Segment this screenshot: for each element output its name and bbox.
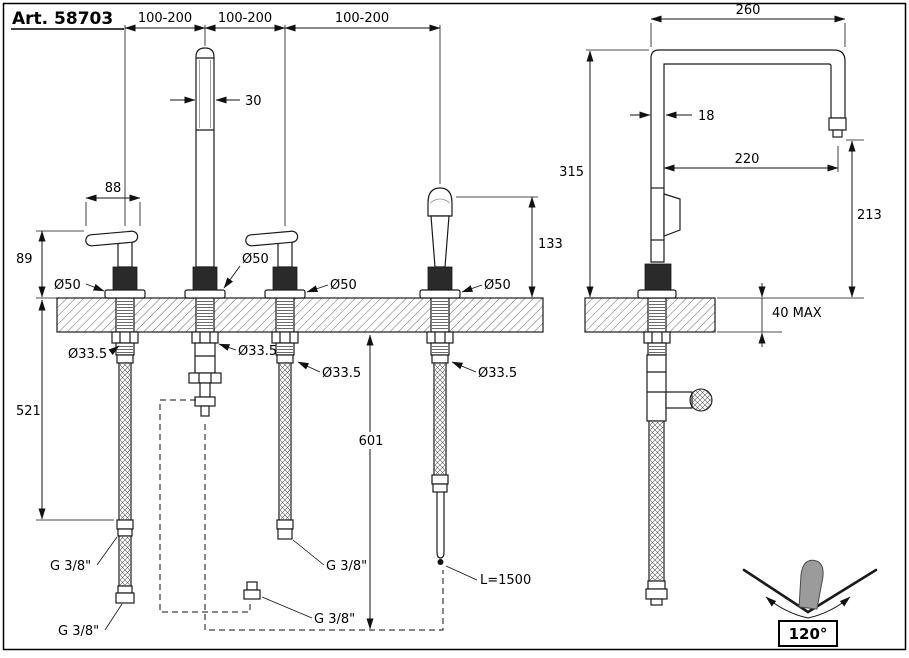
handle-right xyxy=(245,230,306,299)
dim-supply-hose-drop: 521 xyxy=(16,299,46,520)
callout-connection-1: G 3/8" xyxy=(50,536,118,574)
dim-label-spacing-1: 100-200 xyxy=(138,11,192,26)
dim-reach-overall: 260 xyxy=(650,3,846,23)
spout-front xyxy=(184,47,226,299)
dim-spacing-1: 100-200 xyxy=(124,11,206,32)
faucet-side-profile xyxy=(637,49,847,299)
dim-label-spout-width: 30 xyxy=(245,94,262,109)
label-shank-dia-1: Ø33.5 xyxy=(68,347,107,362)
check-valve-knob xyxy=(689,388,713,412)
handle-left xyxy=(85,230,146,299)
pullout-hose-end-fitting xyxy=(243,581,261,600)
dim-deck-thickness: 40 MAX xyxy=(758,283,822,347)
pullout-hose-route xyxy=(159,399,251,613)
title-block: Art. 58703 xyxy=(11,9,124,30)
label-flange-dia-2: Ø50 xyxy=(242,252,269,267)
dim-reach-outlet: 220 xyxy=(663,152,839,172)
side-valve-assembly xyxy=(643,331,713,606)
label-connection-1: G 3/8" xyxy=(50,559,91,574)
hose-end-dot xyxy=(437,559,444,565)
dim-label-spacing-2: 100-200 xyxy=(218,11,272,26)
article-number: Art. 58703 xyxy=(12,9,113,29)
label-connection-4: G 3/8" xyxy=(314,612,355,627)
dim-lever-length: 88 xyxy=(85,181,141,202)
shank-2 xyxy=(195,297,215,333)
spray-hose-route xyxy=(204,424,444,631)
dim-label-lever-length: 88 xyxy=(105,181,122,196)
callout-shank-3: Ø33.5 xyxy=(297,361,361,381)
dim-label-supply-hose-drop: 521 xyxy=(16,404,41,419)
dim-outlet-height: 213 xyxy=(848,140,882,298)
swivel-right-position xyxy=(806,568,878,614)
swivel-angle-label: 120° xyxy=(789,625,828,643)
shank-4 xyxy=(430,297,450,333)
label-shank-dia-2: Ø33.5 xyxy=(238,344,277,359)
side-spray xyxy=(419,187,461,299)
hose-assembly-1 xyxy=(111,331,139,604)
label-flange-dia-1: Ø50 xyxy=(54,278,81,293)
countertop-front xyxy=(56,297,544,333)
label-flange-dia-4: Ø50 xyxy=(484,278,511,293)
label-connection-3: G 3/8" xyxy=(326,559,367,574)
callout-connection-2: G 3/8" xyxy=(58,603,123,639)
swivel-angle-icon: 120° xyxy=(742,559,878,647)
swivel-angle-box xyxy=(778,620,838,647)
callout-flange-1: Ø50 xyxy=(54,278,105,293)
dim-label-pullout-hose-drop: 601 xyxy=(359,434,384,449)
label-shank-dia-3: Ø33.5 xyxy=(322,366,361,381)
dim-label-spacing-3: 100-200 xyxy=(335,11,389,26)
dim-spray-height: 133 xyxy=(528,196,563,298)
label-flange-dia-3: Ø50 xyxy=(330,278,357,293)
dim-label-reach-outlet: 220 xyxy=(735,152,760,167)
callout-shank-1: Ø33.5 xyxy=(68,345,120,362)
shank-3 xyxy=(275,297,295,333)
lever-side xyxy=(663,193,681,237)
label-connection-2: G 3/8" xyxy=(58,624,99,639)
callout-connection-4: G 3/8" xyxy=(261,596,355,627)
dim-spout-width: 30 xyxy=(170,94,262,109)
spray-hose-assembly xyxy=(426,331,454,565)
callout-flange-2: Ø50 xyxy=(223,252,269,289)
callout-flange-4: Ø50 xyxy=(461,278,511,293)
swivel-arrow-left xyxy=(765,596,809,619)
front-view: 100-200 100-200 100-200 30 88 89 xyxy=(16,11,563,639)
dim-spacing-2: 100-200 xyxy=(204,11,286,32)
shank-side xyxy=(647,297,667,333)
dim-label-outlet-height: 213 xyxy=(857,208,882,223)
callout-connection-3: G 3/8" xyxy=(292,539,367,574)
label-shank-dia-4: Ø33.5 xyxy=(478,366,517,381)
swivel-handle-silhouette xyxy=(798,559,824,610)
dim-label-reach-overall: 260 xyxy=(736,3,761,18)
dim-pullout-hose-drop: 601 xyxy=(354,334,388,630)
spout-valve-assembly xyxy=(188,331,222,417)
dim-tube-width: 18 xyxy=(630,109,715,124)
dim-lever-height: 89 xyxy=(16,230,46,298)
callout-shank-4: Ø33.5 xyxy=(451,361,517,381)
callout-shank-2: Ø33.5 xyxy=(218,343,277,359)
dim-label-tube-width: 18 xyxy=(698,109,715,124)
shank-1 xyxy=(115,297,135,333)
dim-label-deck-thickness: 40 MAX xyxy=(772,306,822,321)
callout-flange-3: Ø50 xyxy=(306,278,357,293)
callout-spray-hose-length: L=1500 xyxy=(445,565,531,588)
label-spray-hose-length: L=1500 xyxy=(480,573,531,588)
dim-spacing-3: 100-200 xyxy=(284,11,441,32)
hose-assembly-2 xyxy=(271,331,299,540)
dim-label-lever-height: 89 xyxy=(16,252,33,267)
dim-label-spray-height: 133 xyxy=(538,237,563,252)
dim-height-above-deck: 315 xyxy=(559,50,594,298)
swivel-left-position xyxy=(742,568,810,614)
side-view: 260 315 18 220 213 40 MAX xyxy=(559,3,882,647)
swivel-arrow-right xyxy=(807,596,851,619)
dim-label-height-above-deck: 315 xyxy=(559,165,584,180)
